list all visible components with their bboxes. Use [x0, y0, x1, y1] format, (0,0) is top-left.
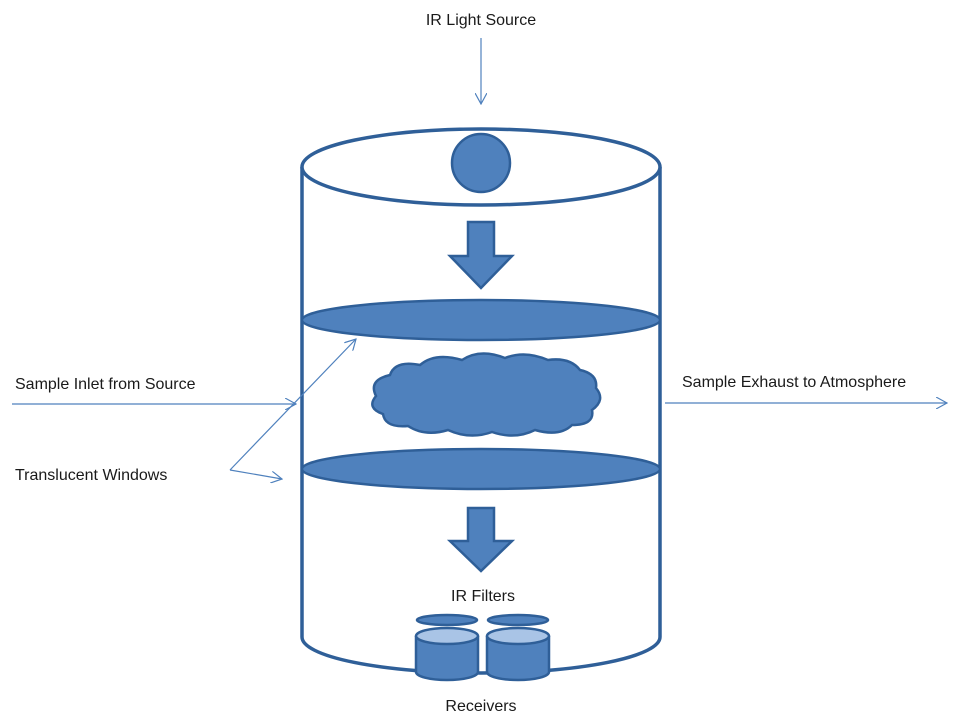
light-source-circle — [450, 132, 512, 194]
translucent-window-lower — [300, 447, 662, 491]
sample-inlet-label: Sample Inlet from Source — [15, 376, 196, 393]
translucent-window-upper — [300, 298, 662, 342]
translucent-windows-label: Translucent Windows — [15, 467, 167, 484]
ir-light-source-label: IR Light Source — [426, 12, 536, 29]
ir-filter-right — [486, 613, 550, 627]
ir-filter-left — [415, 613, 479, 627]
window-pointer-upper — [229, 339, 356, 471]
receivers-label: Receivers — [445, 698, 516, 715]
light-direction-arrow-bottom — [446, 506, 516, 573]
sample-gas-cloud — [371, 352, 602, 437]
sample-exhaust-label: Sample Exhaust to Atmosphere — [682, 374, 906, 391]
ir-filters-label: IR Filters — [451, 588, 515, 605]
light-direction-arrow-top — [447, 220, 515, 290]
receiver-left — [414, 626, 480, 682]
receiver-right — [485, 626, 551, 682]
window-pointer-lower — [229, 469, 282, 479]
